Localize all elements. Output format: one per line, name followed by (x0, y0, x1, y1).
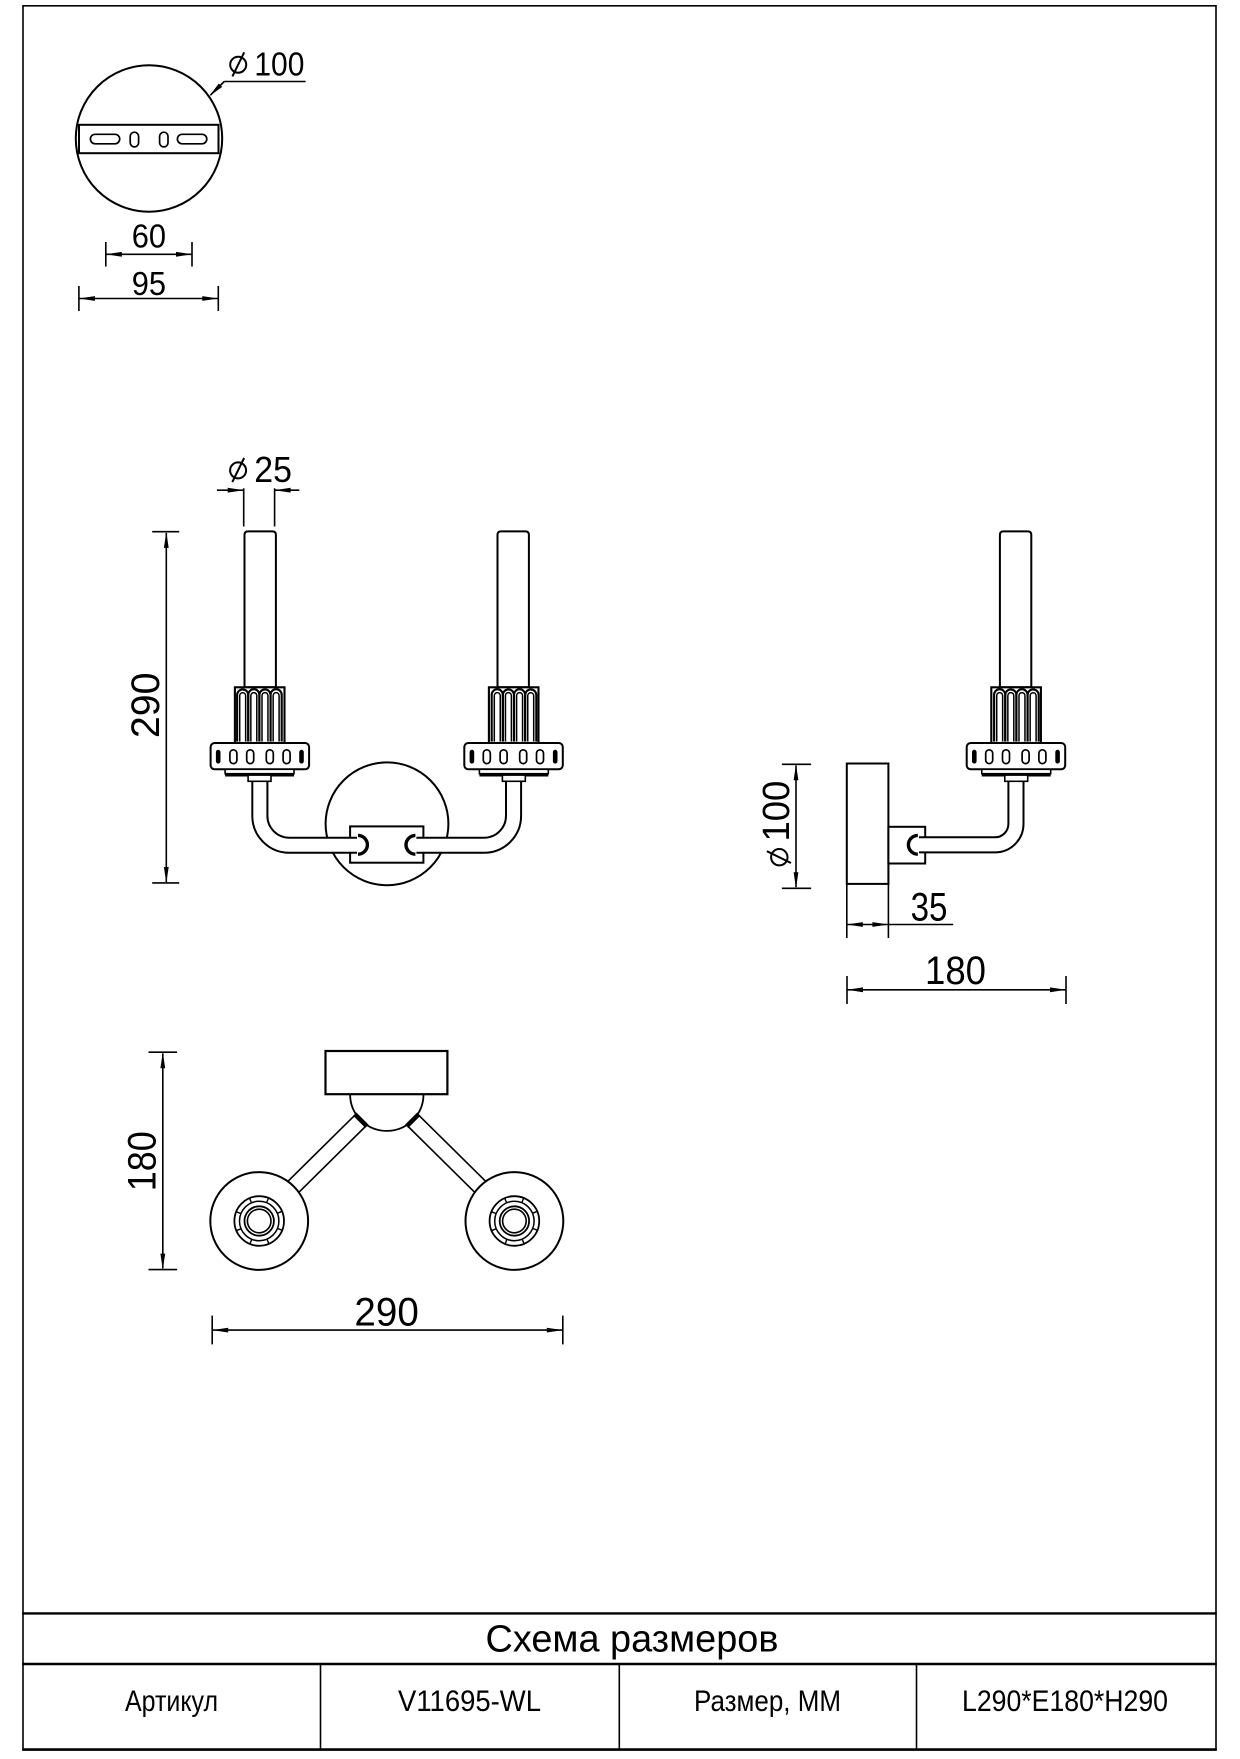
svg-text:Схема размеров: Схема размеров (486, 1619, 779, 1661)
svg-text:Размер, ММ: Размер, ММ (694, 1686, 841, 1718)
svg-text:100: 100 (254, 47, 304, 84)
svg-text:180: 180 (925, 949, 986, 993)
svg-text:290: 290 (124, 673, 168, 739)
svg-text:60: 60 (132, 219, 166, 256)
svg-text:95: 95 (132, 266, 166, 303)
svg-text:180: 180 (121, 1131, 165, 1191)
svg-text:25: 25 (254, 449, 292, 490)
svg-text:100: 100 (756, 781, 798, 842)
svg-text:290: 290 (354, 1291, 418, 1335)
svg-text:L290*E180*H290: L290*E180*H290 (962, 1686, 1168, 1718)
svg-text:35: 35 (911, 886, 948, 930)
svg-text:Артикул: Артикул (125, 1686, 218, 1718)
svg-text:V11695-WL: V11695-WL (398, 1686, 541, 1718)
